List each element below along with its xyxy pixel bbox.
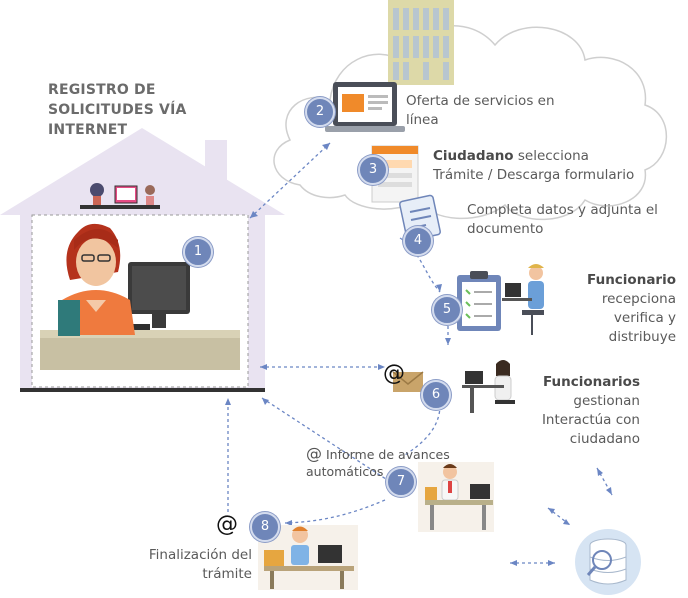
step-8-line-1: Finalización del: [148, 547, 252, 563]
email-at-6: @: [383, 361, 405, 386]
title-line-3: INTERNET: [48, 122, 128, 138]
step-6-line-3: Interactúa con: [541, 412, 640, 428]
step-4-line-1: Completa datos y adjunta el: [467, 202, 658, 218]
arrow-7-to-8: [284, 499, 386, 524]
step-7-badge: 7: [386, 467, 416, 497]
arrow-6-to-7: [404, 404, 441, 456]
step-5-line-4: distribuye: [608, 329, 676, 345]
step-2-badge: 2: [305, 97, 335, 127]
envelope-icon: [392, 371, 424, 392]
step-8-text: Finalización del trámite: [130, 546, 252, 584]
step-4-badge: 4: [403, 226, 433, 256]
step-5-text: Funcionario recepciona verifica y distri…: [560, 271, 676, 347]
plant-icon-right: [145, 185, 155, 195]
building-icon: [388, 0, 454, 85]
step-3-line-1: selecciona: [513, 148, 589, 164]
arrow-house-to-2: [249, 142, 331, 219]
step-3-badge: 3: [358, 155, 388, 185]
step-6-line-2: gestionan: [573, 393, 640, 409]
diagram-title: REGISTRO DE SOLICITUDES VÍA INTERNET: [48, 80, 187, 140]
house-floor: [20, 388, 265, 392]
step-6-line-4: ciudadano: [569, 431, 640, 447]
step-7-text: @ Informe de avances automáticos: [306, 445, 450, 480]
step-7-line-1: Informe de avances: [322, 447, 450, 462]
step-3-line-2: Trámite / Descarga formulario: [433, 167, 635, 183]
clipboard-icon: [457, 271, 501, 331]
office-icon-7: [418, 462, 494, 532]
step-2-text: Oferta de servicios en línea: [406, 92, 555, 130]
step-3-text: Ciudadano selecciona Trámite / Descarga …: [433, 147, 634, 185]
worker-icon-6: [462, 360, 515, 413]
step-5-line-2: recepciona: [601, 291, 676, 307]
arrowhead-2: [322, 143, 330, 150]
step-7-at: @: [306, 444, 322, 463]
worker-icon-5: [502, 264, 544, 335]
step-5-badge: 5: [432, 295, 462, 325]
step-8-badge: 8: [250, 512, 280, 542]
arrow-7-to-house: [261, 397, 396, 486]
laptop-icon: [325, 82, 405, 132]
step-2-line-1: Oferta de servicios en: [406, 93, 555, 109]
step-1-badge: 1: [183, 237, 213, 267]
step-6-badge: 6: [421, 380, 451, 410]
plant-icon-left: [90, 183, 104, 197]
step-5-actor: Funcionario: [587, 272, 676, 288]
shelf: [80, 205, 160, 209]
title-line-1: REGISTRO DE: [48, 82, 156, 98]
email-at-8: @: [216, 512, 238, 537]
step-4-line-2: documento: [467, 221, 544, 237]
step-6-text: Funcionarios gestionan Interactúa con ci…: [530, 373, 640, 449]
step-7-line-2: automáticos: [306, 464, 384, 479]
step-6-actor: Funcionarios: [543, 374, 640, 390]
database-icon: [575, 529, 641, 595]
step-8-line-2: trámite: [202, 566, 252, 582]
house-chimney: [205, 140, 227, 185]
citizen-at-computer: [40, 223, 240, 370]
title-line-2: SOLICITUDES VÍA: [48, 102, 187, 118]
step-3-actor: Ciudadano: [433, 148, 514, 164]
step-4-text: Completa datos y adjunta el documento: [467, 201, 658, 239]
step-2-line-2: línea: [406, 112, 439, 128]
step-5-line-3: verifica y: [613, 310, 676, 326]
arrow-db-left: [547, 507, 571, 526]
